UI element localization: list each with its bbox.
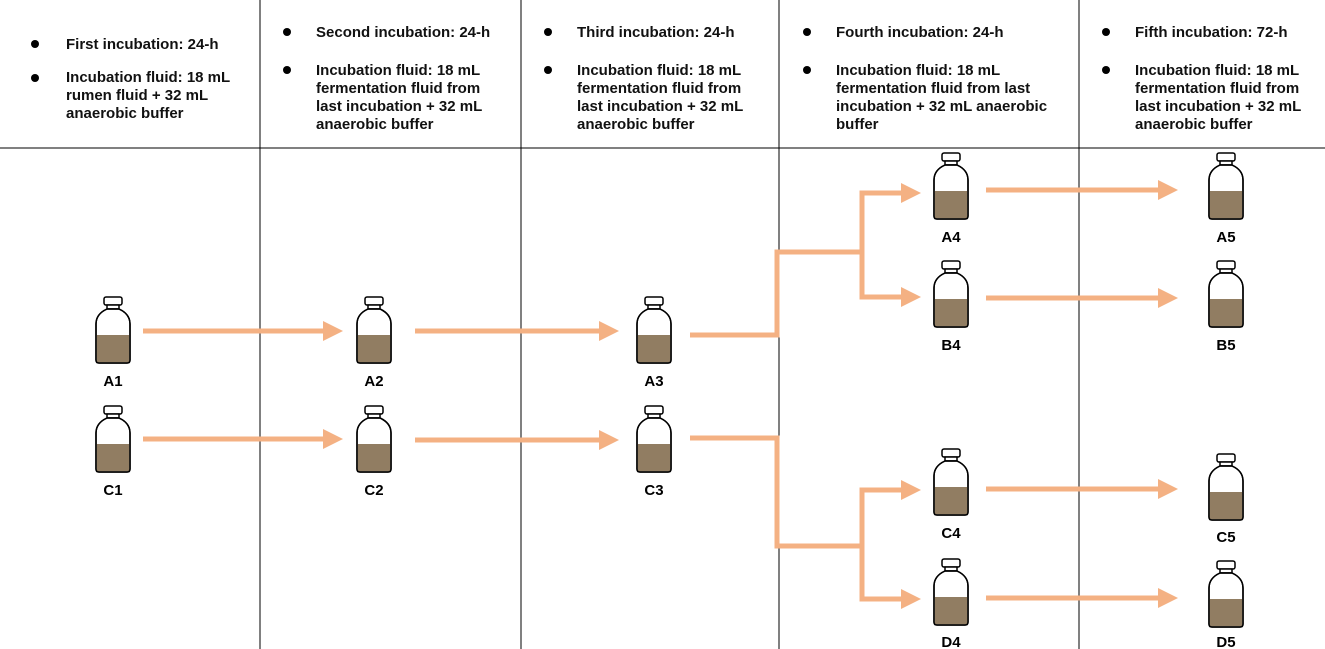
- bottle-label: C1: [103, 482, 122, 499]
- bottle-c5: [1208, 453, 1244, 521]
- arrow-c3-c4: [859, 480, 921, 546]
- bottle-c3: [636, 405, 672, 473]
- bottle-label: A5: [1216, 229, 1235, 246]
- incubation-fluid: Incubation fluid: 18 mL fermentation flu…: [836, 62, 1048, 133]
- bullet-dot: [544, 66, 552, 74]
- incubation-fluid: Incubation fluid: 18 mL fermentation flu…: [1135, 62, 1302, 133]
- arrow-a3-b4: [859, 252, 921, 307]
- bottle-label: C2: [364, 482, 383, 499]
- bottle-b4: [933, 260, 969, 328]
- bottle-label: A3: [644, 373, 663, 390]
- bottle-label: B5: [1216, 337, 1235, 354]
- bottle-label: D5: [1216, 634, 1235, 649]
- incubation-fluid: Incubation fluid: 18 mL fermentation flu…: [577, 62, 744, 133]
- bottle-a4: [933, 152, 969, 220]
- bottle-label: C4: [941, 525, 961, 542]
- bullet-dot: [803, 66, 811, 74]
- incubation-time: Third incubation: 24-h: [577, 24, 735, 41]
- bottle-label: A4: [941, 229, 961, 246]
- bottle-c2: [356, 405, 392, 473]
- bullet-dot: [1102, 66, 1110, 74]
- bottle-label: A2: [364, 373, 383, 390]
- branch-a3: [690, 249, 862, 338]
- bottle-label: B4: [941, 337, 961, 354]
- bottle-c4: [933, 448, 969, 516]
- bottle-label: A1: [103, 373, 122, 390]
- bullet-dot: [31, 74, 39, 82]
- bottle-label: D4: [941, 634, 961, 649]
- flow-arrows: [143, 180, 1178, 609]
- bottle-c1: [95, 405, 131, 473]
- bottle-d5: [1208, 560, 1244, 628]
- bottle-a5: [1208, 152, 1244, 220]
- incubation-time: Fifth incubation: 72-h: [1135, 24, 1288, 41]
- bullet-dot: [283, 66, 291, 74]
- bottle-b5: [1208, 260, 1244, 328]
- incubation-time: Fourth incubation: 24-h: [836, 24, 1004, 41]
- bottle-d4: [933, 558, 969, 626]
- incubation-time: First incubation: 24-h: [66, 36, 219, 53]
- bottle-a2: [356, 296, 392, 364]
- arrow-c3-d4: [859, 546, 921, 609]
- bottle-label: C3: [644, 482, 663, 499]
- bottle-label: C5: [1216, 529, 1235, 546]
- bottle-a3: [636, 296, 672, 364]
- arrow-a3-a4: [859, 183, 921, 252]
- incubation-time: Second incubation: 24-h: [316, 24, 491, 41]
- bullet-dot: [544, 28, 552, 36]
- bullet-dot: [803, 28, 811, 36]
- bottle-a1: [95, 296, 131, 364]
- bullet-dot: [31, 40, 39, 48]
- incubation-fluid: Incubation fluid: 18 mL fermentation flu…: [316, 62, 483, 133]
- branch-c3: [690, 435, 862, 549]
- bullet-dot: [283, 28, 291, 36]
- bullet-dot: [1102, 28, 1110, 36]
- incubation-fluid: Incubation fluid: 18 mL rumen fluid + 32…: [66, 69, 230, 122]
